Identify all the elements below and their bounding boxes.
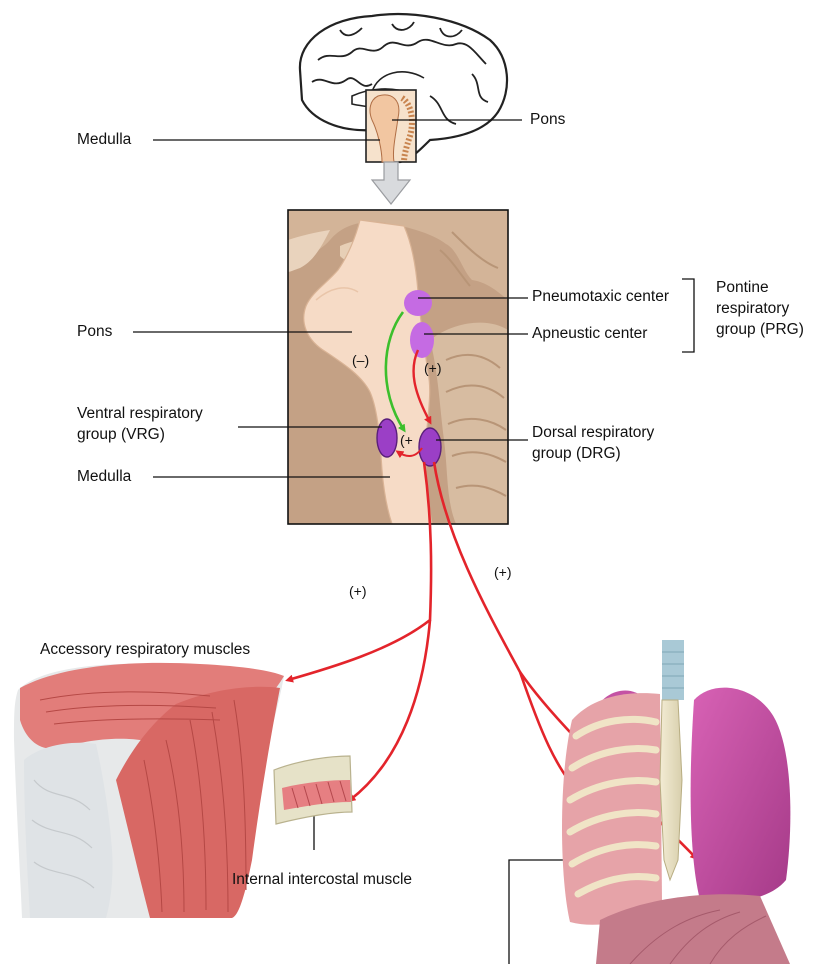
pneumotaxic-center-nucleus	[404, 290, 432, 316]
sign-excite-drg: (+	[400, 432, 413, 448]
intercostal-illustration	[273, 755, 353, 825]
closeup-frame	[287, 209, 509, 525]
sign-excite-vrg-output: (+)	[349, 583, 367, 599]
vrg-nucleus	[376, 418, 398, 458]
label-accessory-muscles: Accessory respiratory muscles	[40, 641, 251, 658]
stimulation-arrow	[412, 349, 432, 425]
brainstem-closeup	[288, 210, 508, 525]
label-medulla-top: Medulla	[77, 131, 132, 148]
sign-excite-apneustic: (+)	[424, 360, 442, 376]
ribcage-illustration	[562, 640, 791, 964]
brain-illustration	[298, 13, 509, 164]
sign-inhibit: (–)	[352, 352, 370, 368]
label-vrg: Ventral respiratory group (VRG)	[77, 405, 203, 443]
label-drg: Dorsal respiratory group (DRG)	[532, 424, 655, 462]
label-pons: Pons	[77, 323, 113, 340]
label-pneumotaxic-center: Pneumotaxic center	[532, 288, 669, 305]
apneustic-center-nucleus	[410, 322, 434, 358]
accessory-muscles-illustration	[14, 662, 284, 918]
label-apneustic-center: Apneustic center	[532, 325, 648, 342]
label-medulla: Medulla	[77, 468, 132, 485]
leader-lines	[133, 119, 708, 964]
zoom-arrow	[370, 161, 412, 205]
inhibition-arrow	[384, 311, 406, 433]
label-internal-intercostal: Internal intercostal muscle	[232, 871, 413, 888]
label-pons-top: Pons	[530, 111, 566, 128]
drg-to-vrg-arrow	[395, 447, 423, 459]
label-prg: Pontine respiratory group (PRG)	[716, 279, 804, 338]
drg-nucleus	[418, 427, 442, 467]
sign-excite-drg-output: (+)	[494, 564, 512, 580]
